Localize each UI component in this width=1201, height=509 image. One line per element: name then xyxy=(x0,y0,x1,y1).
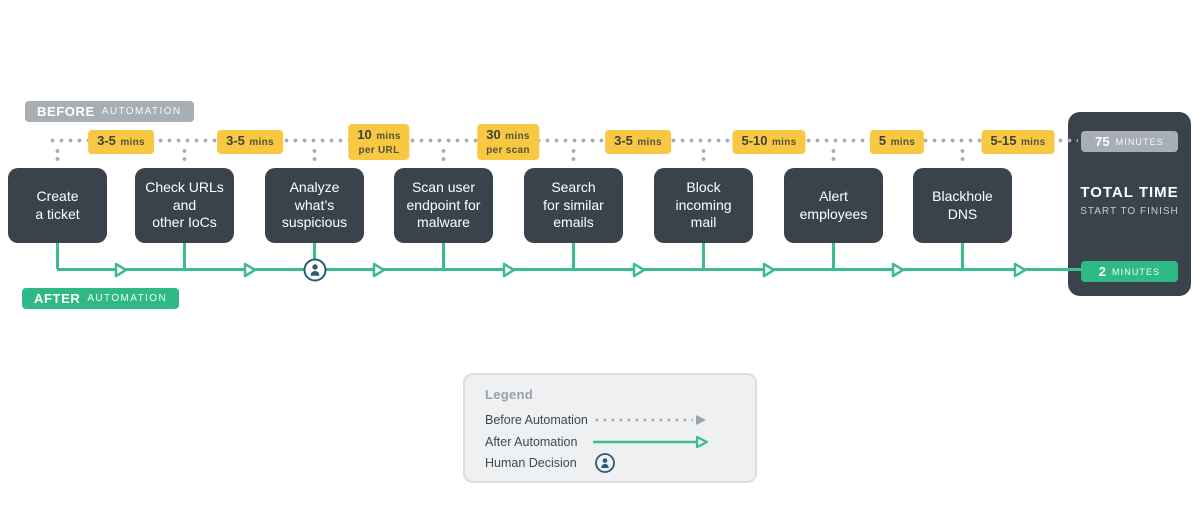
step-scan-endpoint: Scan user endpoint for malware xyxy=(394,168,493,243)
time-unit: mins xyxy=(120,137,145,148)
time-badge-6: 5-10 mins xyxy=(732,130,806,154)
step-alert-employees: Alert employees xyxy=(784,168,883,243)
after-badge-rest: AUTOMATION xyxy=(87,293,168,304)
step-label: Block incoming mail xyxy=(675,178,732,231)
flow-arrow-icon xyxy=(502,262,516,278)
time-line2: per URL xyxy=(358,144,400,156)
step-search-emails: Search for similar emails xyxy=(524,168,623,243)
flow-arrow-icon xyxy=(243,262,257,278)
green-stub xyxy=(56,243,59,269)
total-subtitle: START TO FINISH xyxy=(1080,206,1179,217)
total-before-unit: MINUTES xyxy=(1115,136,1164,147)
flow-arrow-icon xyxy=(372,262,386,278)
step-label: Create a ticket xyxy=(35,187,80,222)
time-badge-2: 3-5 mins xyxy=(217,130,283,154)
dotted-stub xyxy=(960,147,965,165)
time-unit: mins xyxy=(637,137,662,148)
before-badge-rest: AUTOMATION xyxy=(101,106,182,117)
green-stub xyxy=(832,243,835,269)
before-automation-badge: BEFORE AUTOMATION xyxy=(25,101,194,122)
time-value: 10 xyxy=(357,127,372,142)
green-stub xyxy=(572,243,575,269)
legend-title: Legend xyxy=(485,387,534,402)
after-automation-badge: AFTER AUTOMATION xyxy=(22,288,180,309)
before-badge-strong: BEFORE xyxy=(37,104,95,119)
green-stub xyxy=(442,243,445,269)
legend-before-label: Before Automation xyxy=(485,413,588,427)
legend-before-dotted-line xyxy=(593,418,693,422)
total-after-unit: MINUTES xyxy=(1112,266,1161,277)
flow-arrow-icon xyxy=(1013,262,1027,278)
legend-after-arrow-icon xyxy=(593,435,709,449)
dotted-stub xyxy=(55,147,60,165)
after-badge-strong: AFTER xyxy=(34,291,81,306)
dotted-stub xyxy=(701,147,706,165)
time-unit: mins xyxy=(249,137,274,148)
legend-before-arrow-icon xyxy=(696,415,706,425)
time-unit: mins xyxy=(771,137,797,148)
step-check-urls: Check URLs and other IoCs xyxy=(135,168,234,243)
green-stub xyxy=(702,243,705,269)
step-label: Analyze what’s suspicious xyxy=(281,178,348,231)
time-value: 5-10 xyxy=(741,133,768,148)
dotted-stub xyxy=(312,147,317,165)
dotted-stub xyxy=(571,147,576,165)
green-stub xyxy=(313,243,316,269)
time-value: 5-15 xyxy=(990,133,1017,148)
time-value: 5 xyxy=(878,133,887,148)
green-stub xyxy=(961,243,964,269)
step-block-mail: Block incoming mail xyxy=(654,168,753,243)
time-value: 30 xyxy=(486,127,501,142)
time-badge-7: 5 mins xyxy=(869,130,925,154)
flow-arrow-icon xyxy=(891,262,905,278)
legend-row-before: Before Automation xyxy=(485,411,709,429)
total-title: TOTAL TIME xyxy=(1080,184,1179,201)
time-line2: per scan xyxy=(486,144,530,156)
before-timeline-dotted-line xyxy=(48,138,1078,143)
time-unit: mins xyxy=(505,131,530,142)
step-label: Scan user endpoint for malware xyxy=(406,178,481,231)
time-value: 3-5 xyxy=(97,133,116,148)
step-label: Search for similar emails xyxy=(543,178,604,231)
time-badge-8: 5-15 mins xyxy=(981,130,1055,154)
time-unit: mins xyxy=(1020,137,1046,148)
legend-box: Legend Before Automation After Automatio… xyxy=(463,373,757,483)
dotted-stub xyxy=(182,147,187,165)
total-before-badge: 75 MINUTES xyxy=(1081,131,1178,152)
time-badge-1: 3-5 mins xyxy=(88,130,154,154)
time-badge-4: 30 mins per scan xyxy=(477,124,539,160)
step-label: Alert employees xyxy=(799,187,868,222)
total-before-value: 75 xyxy=(1095,134,1110,149)
human-decision-icon xyxy=(303,258,327,282)
time-value: 3-5 xyxy=(614,133,633,148)
dotted-stub xyxy=(441,147,446,165)
after-timeline-line xyxy=(57,268,1082,271)
step-label: Blackhole DNS xyxy=(932,187,993,222)
legend-after-label: After Automation xyxy=(485,435,578,449)
green-stub xyxy=(183,243,186,269)
step-blackhole-dns: Blackhole DNS xyxy=(913,168,1012,243)
total-after-value: 2 xyxy=(1098,264,1107,279)
flow-arrow-icon xyxy=(762,262,776,278)
step-label: Check URLs and other IoCs xyxy=(145,178,224,231)
time-badge-3: 10 mins per URL xyxy=(348,124,410,160)
legend-row-human: Human Decision xyxy=(485,453,617,473)
step-create-ticket: Create a ticket xyxy=(8,168,107,243)
legend-row-after: After Automation xyxy=(485,433,713,451)
time-unit: mins xyxy=(890,137,916,148)
flow-arrow-icon xyxy=(114,262,128,278)
time-badge-5: 3-5 mins xyxy=(605,130,671,154)
total-after-badge: 2 MINUTES xyxy=(1081,261,1178,282)
time-value: 3-5 xyxy=(226,133,245,148)
step-analyze-suspicious: Analyze what’s suspicious xyxy=(265,168,364,243)
legend-human-label: Human Decision xyxy=(485,456,577,470)
time-unit: mins xyxy=(376,131,401,142)
total-time-box: 75 MINUTES TOTAL TIME START TO FINISH 2 … xyxy=(1068,112,1191,296)
dotted-stub xyxy=(831,147,836,165)
flow-arrow-icon xyxy=(632,262,646,278)
legend-human-decision-icon xyxy=(595,453,615,473)
